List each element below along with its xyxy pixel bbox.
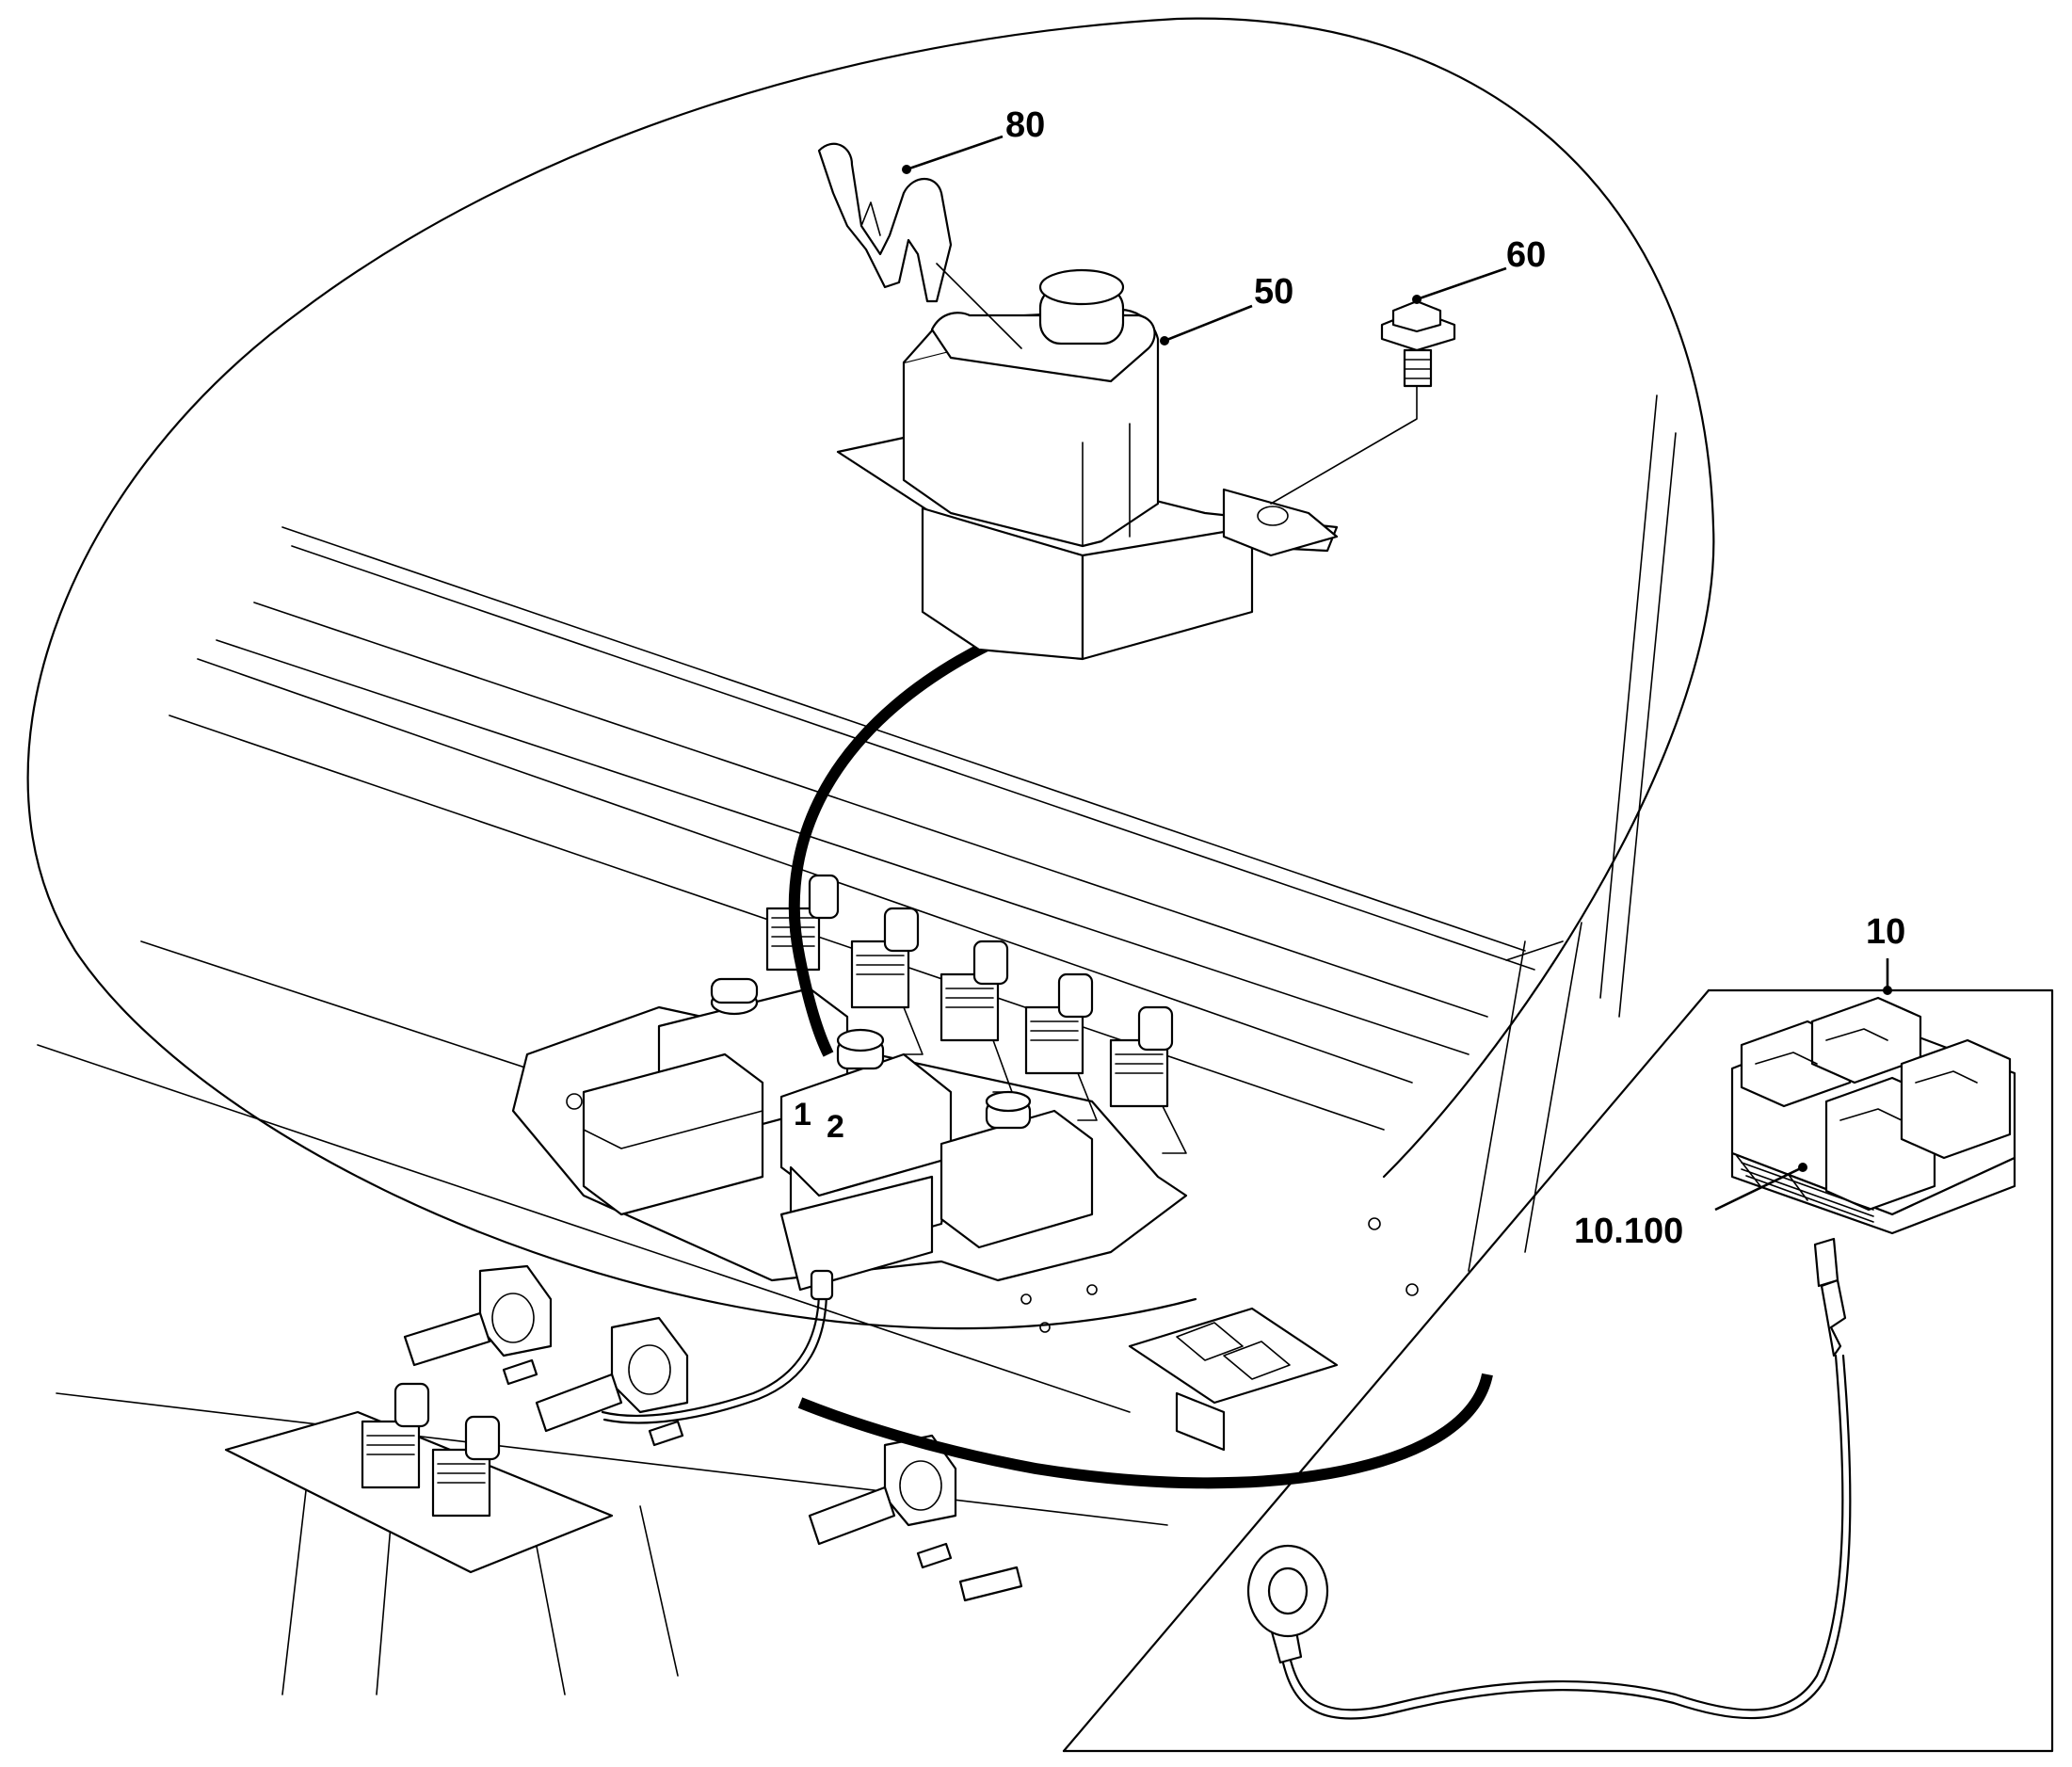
callout-50-label: 50	[1254, 272, 1293, 312]
part-10-100-ground-wire	[1246, 1237, 1852, 1720]
callout-80-label: 80	[1005, 105, 1045, 145]
fuse-holder	[940, 940, 1013, 1093]
assembly-guide-lines	[936, 263, 1418, 505]
part-60-bolt	[1380, 299, 1456, 388]
part-80-clip	[817, 142, 953, 303]
detail-bubble-outline	[26, 17, 1715, 1330]
fuse-holder	[1109, 1005, 1187, 1154]
fuse-holder	[1024, 972, 1098, 1121]
part-50-relay	[836, 268, 1339, 661]
install-location-arrow	[788, 639, 991, 1057]
ground-wire-on-panel	[601, 1269, 834, 1424]
small-relay-socket	[1128, 1307, 1339, 1452]
callout-60-label: 60	[1506, 235, 1546, 275]
stud-connector	[535, 1316, 689, 1447]
relay-left-front	[582, 1052, 764, 1216]
part-10-relay-socket	[1730, 996, 2016, 1235]
inset-frame	[1062, 988, 2054, 1753]
callout-10-100-label: 10.100	[1574, 1212, 1683, 1251]
stud-connector	[808, 1434, 1023, 1602]
relay-center: 1 2	[779, 1028, 953, 1292]
stud-connector	[403, 1264, 553, 1386]
fuse-holder	[850, 907, 924, 1055]
panel-structure-lines	[37, 394, 1677, 1695]
lower-left-bracket	[224, 1382, 614, 1574]
relay-pin-1-label: 1	[794, 1097, 811, 1132]
relay-right	[940, 1090, 1094, 1249]
relay-pin-2-label: 2	[827, 1109, 844, 1145]
callout-10-label: 10	[1866, 912, 1905, 952]
detail-reference-arrow	[797, 1373, 1493, 1489]
callout-leaders	[902, 135, 1892, 1212]
